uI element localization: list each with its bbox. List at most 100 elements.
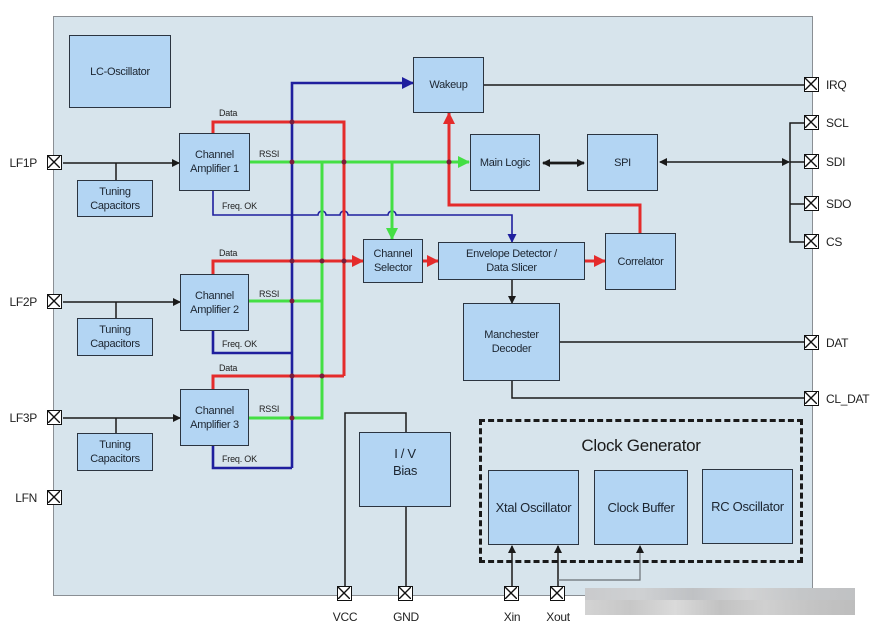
wakeup-block: Wakeup — [413, 57, 484, 113]
pin-x-icon — [399, 587, 411, 599]
freq-ok-label-amp1: Freq. OK — [222, 201, 257, 211]
wire-vcc — [344, 412, 407, 586]
wire-correlator-to-wakeup — [443, 112, 642, 233]
pin-x-icon — [805, 155, 817, 167]
wire-manchester-to-cl-dat — [511, 381, 804, 399]
pin-x-icon — [551, 587, 563, 599]
pin-cs — [804, 234, 819, 249]
pin-label-sdo: SDO — [826, 197, 852, 211]
wire-freq-trunk — [290, 77, 414, 468]
tuning-capacitors-1-block: Tuning Capacitors — [77, 180, 153, 217]
pin-label-lfn: LFN — [15, 491, 37, 505]
pin-irq — [804, 77, 819, 92]
rssi-label-amp1: RSSI — [259, 149, 280, 159]
junction-dot — [289, 298, 295, 304]
pin-lfn — [47, 490, 62, 505]
pin-vcc — [337, 586, 352, 601]
junction-dot — [289, 373, 295, 379]
pin-xout — [550, 586, 565, 601]
rssi-label-amp2: RSSI — [259, 289, 280, 299]
tuning-capacitors-2-block: Tuning Capacitors — [77, 318, 153, 356]
main-logic-block: Main Logic — [470, 134, 540, 191]
wire-rssi-amp3 — [249, 162, 324, 420]
pin-xin — [504, 586, 519, 601]
clock-generator-title: Clock Generator — [581, 436, 701, 455]
channel-amplifier-3-block: Channel Amplifier 3 — [180, 389, 249, 446]
pin-x-icon — [805, 336, 817, 348]
pin-x-icon — [48, 411, 60, 423]
pin-x-icon — [805, 197, 817, 209]
junction-dot — [319, 258, 325, 264]
pin-cl-dat — [804, 391, 819, 406]
pin-label-cl-dat: CL_DAT — [826, 392, 870, 406]
wire-freq-ok-amp2 — [211, 331, 292, 355]
pin-x-icon — [48, 295, 60, 307]
pin-x-icon — [805, 78, 817, 90]
junction-dot — [341, 159, 347, 165]
spi-block: SPI — [587, 134, 658, 191]
pin-label-xin: Xin — [503, 610, 521, 624]
data-label-amp1: Data — [219, 108, 238, 118]
lc-oscillator-block: LC-Oscillator — [69, 35, 171, 108]
clock-buffer-block: Clock Buffer — [594, 470, 688, 545]
pin-x-icon — [48, 156, 60, 168]
wire-freq-ok-amp3 — [211, 446, 292, 470]
data-label-amp3: Data — [219, 363, 238, 373]
wire-spi-bus — [789, 122, 804, 243]
pin-label-lf1p: LF1P — [9, 156, 38, 170]
rc-oscillator-block: RC Oscillator — [702, 469, 793, 544]
wire-freq-ok-amp1 — [212, 191, 517, 243]
wire-data-amp2 — [211, 255, 364, 274]
freq-ok-label-amp3: Freq. OK — [222, 454, 257, 464]
pin-label-gnd: GND — [393, 610, 419, 624]
pin-lf1p — [47, 155, 62, 170]
pin-label-scl: SCL — [826, 116, 849, 130]
iv-bias-block: I / V Bias — [359, 432, 451, 507]
junction-dot — [289, 159, 295, 165]
pin-x-icon — [805, 116, 817, 128]
pin-label-sdi: SDI — [826, 155, 846, 169]
channel-amplifier-1-block: Channel Amplifier 1 — [179, 133, 250, 191]
junction-dot — [289, 258, 295, 264]
channel-amplifier-2-block: Channel Amplifier 2 — [180, 274, 249, 331]
pin-label-vcc: VCC — [332, 610, 358, 624]
pin-label-xout: Xout — [546, 610, 570, 624]
pin-scl — [804, 115, 819, 130]
pin-label-irq: IRQ — [826, 78, 847, 92]
junction-dot — [446, 159, 452, 165]
manchester-decoder-block: Manchester Decoder — [463, 303, 560, 381]
data-label-amp2: Data — [219, 248, 238, 258]
channel-selector-block: Channel Selector — [363, 239, 423, 283]
junction-dot — [289, 415, 295, 421]
pin-x-icon — [805, 235, 817, 247]
pin-label-lf3p: LF3P — [9, 411, 38, 425]
freq-ok-label-amp2: Freq. OK — [222, 339, 257, 349]
junction-dot — [319, 373, 325, 379]
pin-x-icon — [805, 392, 817, 404]
pin-label-lf2p: LF2P — [9, 295, 38, 309]
junction-dot — [341, 258, 347, 264]
clock-generator-group — [479, 419, 803, 563]
pixelated-watermark — [585, 588, 855, 615]
pin-label-cs: CS — [826, 235, 843, 249]
tuning-capacitors-3-block: Tuning Capacitors — [77, 433, 153, 471]
pin-x-icon — [338, 587, 350, 599]
envelope-detector-block: Envelope Detector / Data Slicer — [438, 242, 585, 280]
rssi-label-amp3: RSSI — [259, 404, 280, 414]
wire-xout-to-clock-buffer — [558, 545, 644, 581]
pin-sdo — [804, 196, 819, 211]
pin-x-icon — [48, 491, 60, 503]
pin-gnd — [398, 586, 413, 601]
junction-dot — [289, 119, 295, 125]
pin-label-dat: DAT — [826, 336, 849, 350]
pin-lf2p — [47, 294, 62, 309]
pin-lf3p — [47, 410, 62, 425]
pin-sdi — [804, 154, 819, 169]
pin-x-icon — [505, 587, 517, 599]
pin-dat — [804, 335, 819, 350]
wire-data-amp3 — [211, 374, 344, 389]
xtal-oscillator-block: Xtal Oscillator — [488, 470, 579, 545]
correlator-block: Correlator — [605, 233, 676, 290]
wire-data-amp1 — [211, 120, 346, 376]
